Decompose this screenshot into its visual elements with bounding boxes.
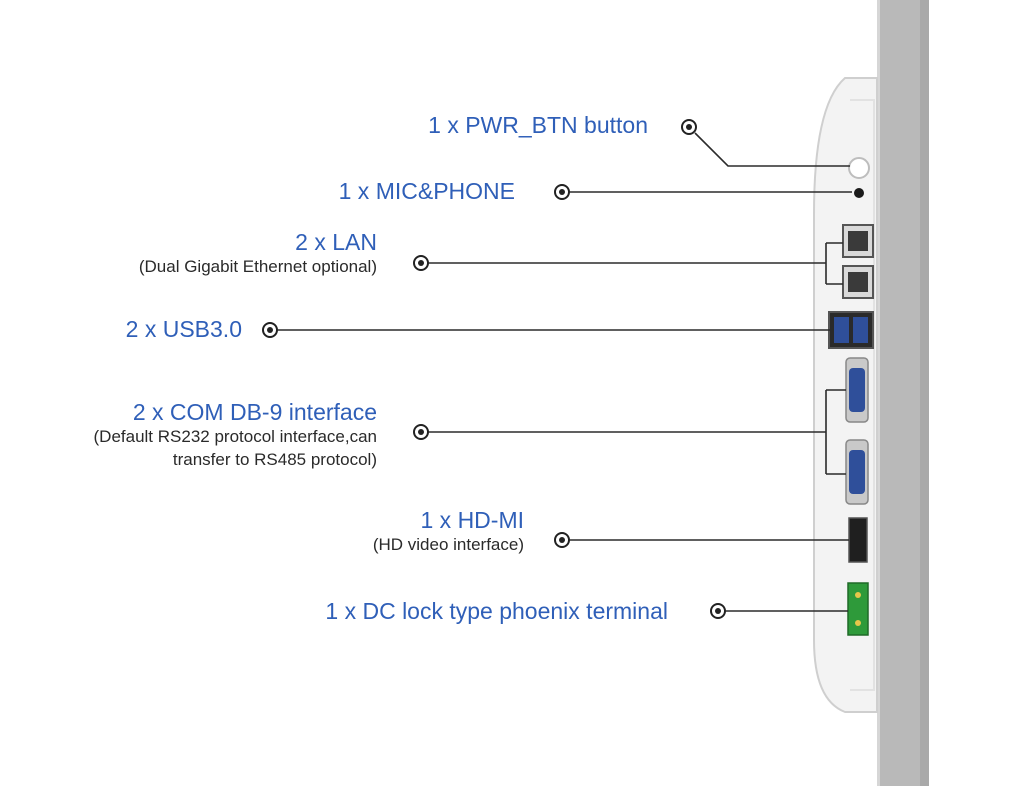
panel-bezel-edge [920,0,929,786]
audio-jack-icon [854,188,864,198]
callout-subtitle-line2: transfer to RS485 protocol) [172,450,377,469]
callout-dot-icon [681,119,697,135]
phoenix-terminal-icon [847,582,869,636]
leader-line [427,242,843,285]
hdmi-port-icon [848,517,868,563]
power-button-icon [848,157,870,179]
callout-title: 2 x COM DB-9 interface [132,399,377,425]
callout-title: 2 x USB3.0 [125,316,242,342]
callout-dot-icon [413,424,429,440]
leader-line [427,389,846,475]
leader-line [694,132,850,167]
callout-title: 1 x HD-MI [420,507,525,533]
db9-port-icon [845,357,869,505]
ethernet-port-icon [842,224,874,299]
usb-port-icon [828,311,874,349]
callout-dot-icon [262,322,278,338]
callout-label: 1 x MIC&PHONE [339,178,515,204]
callout-label: 1 x PWR_BTN button [428,112,648,138]
callout-label: 1 x HD-MI (HD video interface) [373,507,524,556]
callout-label: 1 x DC lock type phoenix terminal [325,598,668,624]
callout-dot-icon [710,603,726,619]
panel-bezel-highlight [877,0,880,786]
callout-label: 2 x LAN (Dual Gigabit Ethernet optional) [139,229,377,278]
callout-title: 1 x MIC&PHONE [338,178,515,204]
callout-title: 1 x DC lock type phoenix terminal [325,598,668,624]
callout-subtitle: (HD video interface) [372,535,524,554]
callout-subtitle: (Dual Gigabit Ethernet optional) [138,257,377,276]
callout-label: 2 x COM DB-9 interface (Default RS232 pro… [94,399,378,471]
housing-inner-edge [850,99,875,691]
callout-label: 2 x USB3.0 [126,316,242,342]
callout-subtitle: (Default RS232 protocol interface,can [93,427,378,446]
callout-dot-icon [554,532,570,548]
callout-dot-icon [413,255,429,271]
callout-title: 1 x PWR_BTN button [428,112,648,138]
callout-title: 2 x LAN [295,229,377,255]
callout-dot-icon [554,184,570,200]
